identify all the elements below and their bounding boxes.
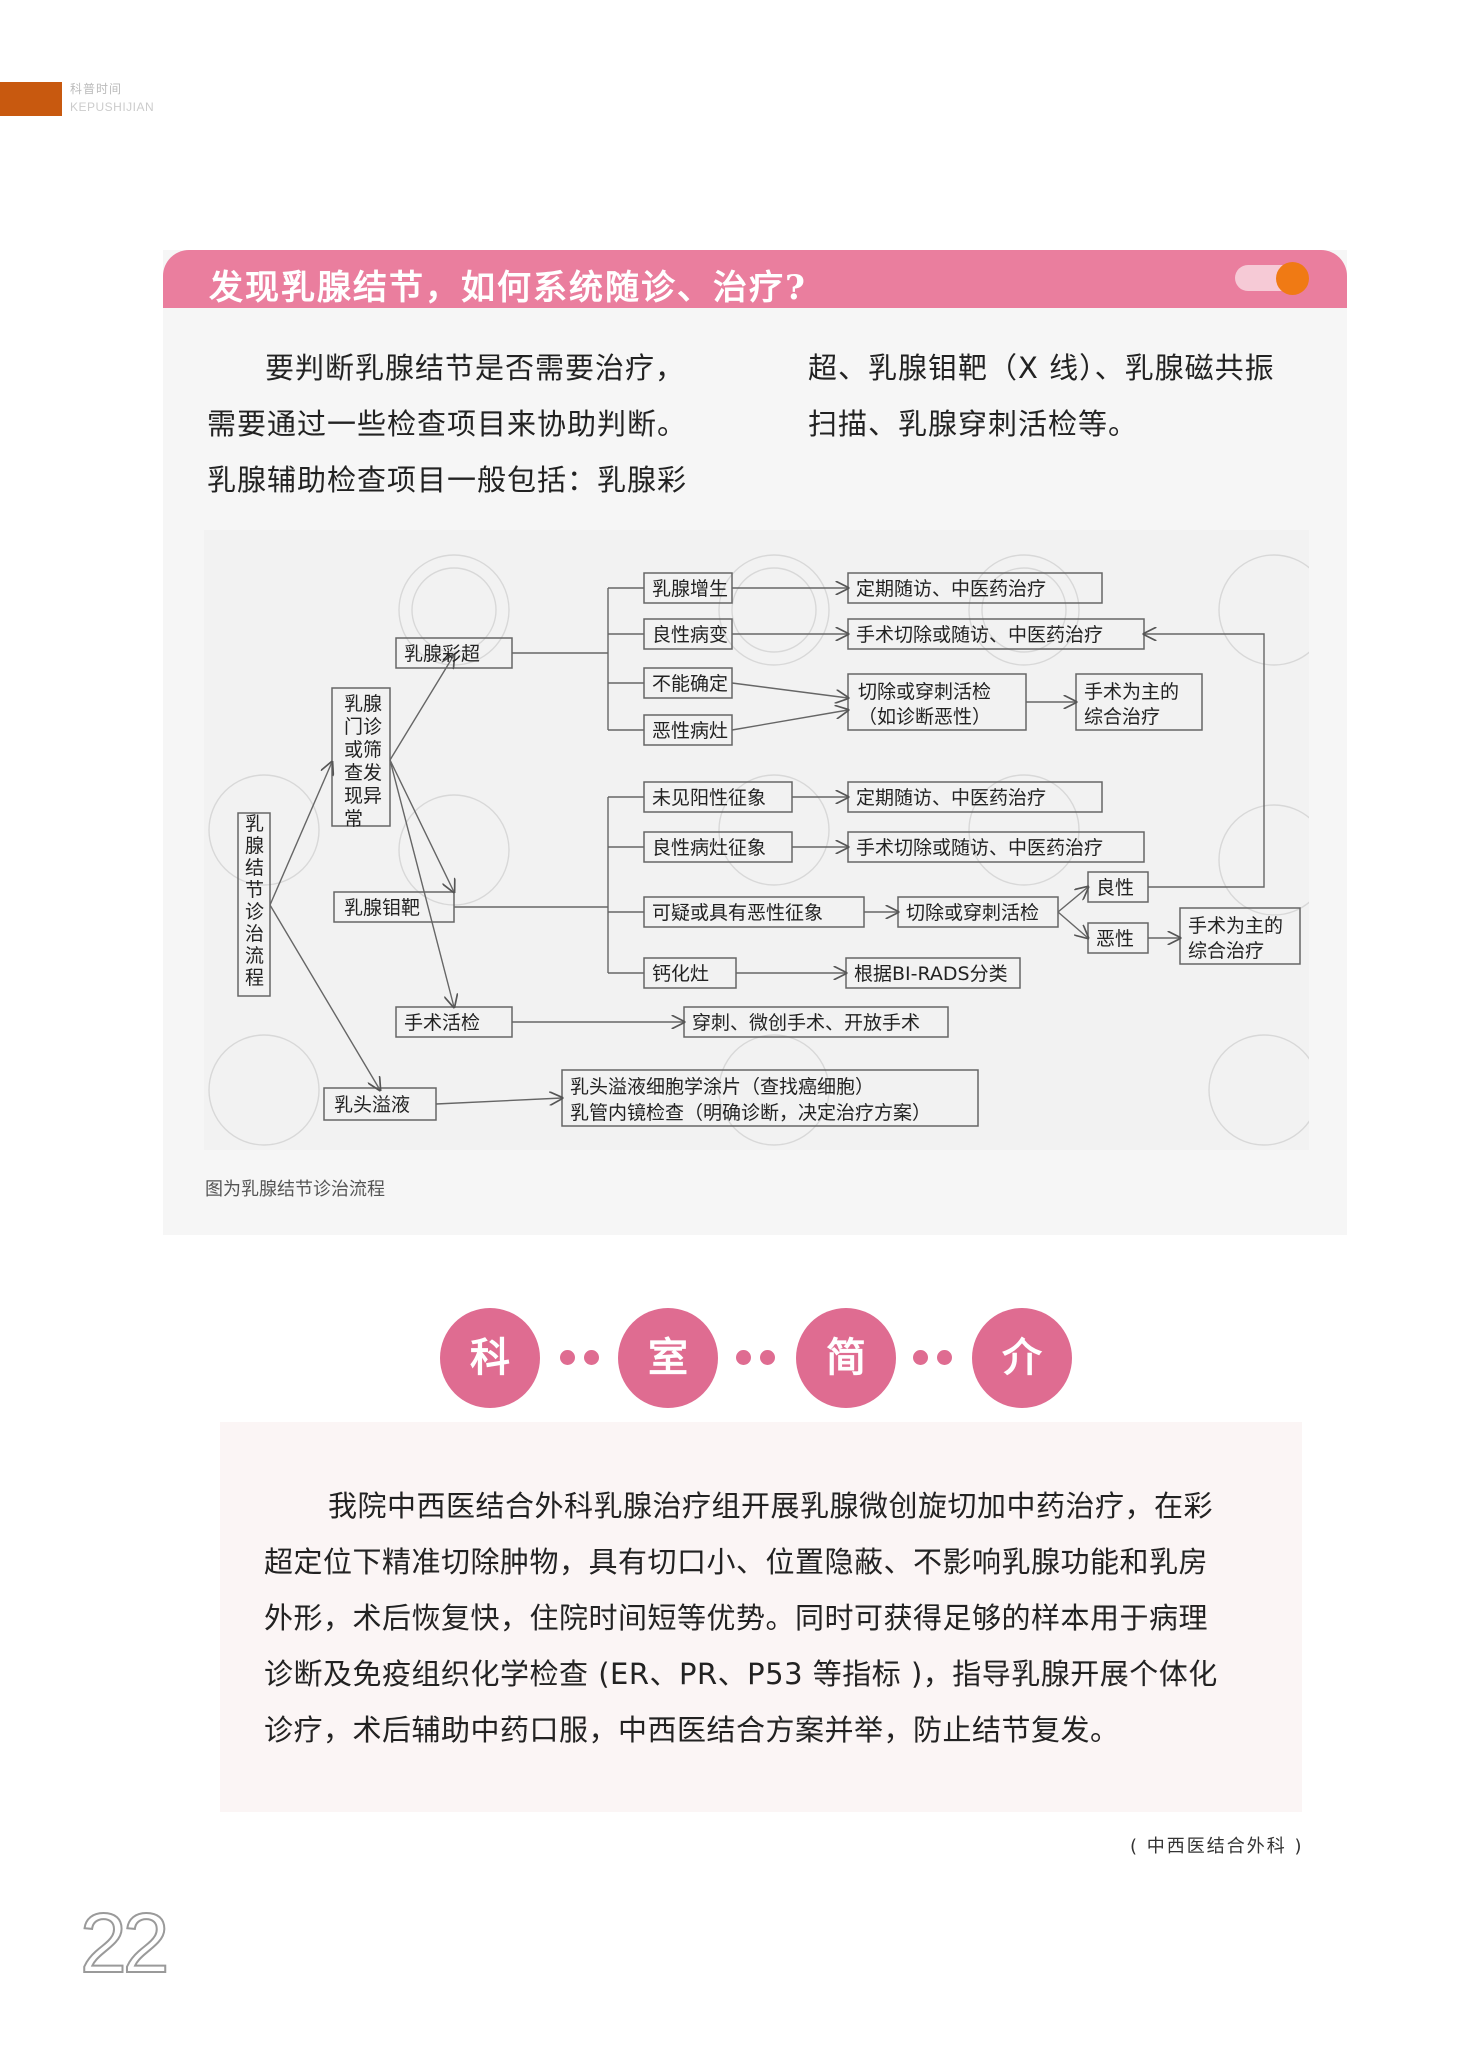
root-label: 乳腺结 节诊治 流程 — [245, 813, 270, 989]
dept-line: 诊疗，术后辅助中药口服，中西医结合方案并举，防止结节复发。 — [264, 1713, 1120, 1747]
dept-heading-char: 室 — [618, 1308, 718, 1408]
excise-follow-tcm-label: 手术切除或随访、中医药治疗 — [856, 624, 1103, 646]
figure-caption: 图为乳腺结节诊治流程 — [205, 1179, 385, 1200]
dept-heading-char: 简 — [796, 1308, 896, 1408]
dept-intro-panel — [220, 1422, 1302, 1812]
biopsy-label: 手术活检 — [404, 1012, 480, 1034]
nipple-tests-label: 乳管内镜检查（明确诊断，决定治疗方案） — [570, 1102, 931, 1124]
m-excise-follow-tcm-label: 手术切除或随访、中医药治疗 — [856, 837, 1103, 859]
dept-heading-char: 科 — [440, 1308, 540, 1408]
us-malignant-label: 恶性病灶 — [652, 720, 728, 742]
m-no-positive-label: 未见阳性征象 — [652, 787, 766, 809]
m-benign-sign-label: 良性病灶征象 — [652, 837, 766, 859]
intro-line: 需要通过一些检查项目来协助判断。 — [207, 407, 688, 441]
section-marker — [0, 82, 62, 116]
intro-right-column: 超、乳腺钼靶（X 线）、乳腺磁共振 扫描、乳腺穿刺活检等。 — [808, 340, 1328, 452]
nipple-tests-label: 乳头溢液细胞学涂片（查找癌细胞） — [570, 1076, 874, 1098]
excise-biopsy-diag-label: 切除或穿刺活检 — [858, 681, 991, 703]
ultrasound-label: 乳腺彩超 — [404, 643, 480, 665]
dept-intro-text: 我院中西医结合外科乳腺治疗组开展乳腺微创旋切加中药治疗，在彩 超定位下精准切除肿… — [264, 1478, 1264, 1758]
surgery-types-label: 穿刺、微创手术、开放手术 — [692, 1012, 920, 1034]
intro-line: 超、乳腺钼靶（X 线）、乳腺磁共振 — [808, 351, 1275, 385]
m-excise-biopsy-label: 切除或穿刺活检 — [906, 902, 1039, 924]
dept-signature: ( 中西医结合外科 ) — [1130, 1836, 1304, 1857]
screen-label: 乳腺门诊或筛 查发现异常 — [344, 693, 388, 830]
birads-label: 根据BI-RADS分类 — [854, 963, 1008, 985]
page-number: 22 — [79, 1895, 170, 1991]
flowchart-figure: 乳腺结 节诊治 流程 乳腺门诊或筛 查发现异常 乳腺彩超 乳腺钼靶 手术活检 乳… — [204, 530, 1309, 1150]
us-benign-label: 良性病变 — [652, 624, 728, 646]
m-follow-tcm-label: 定期随访、中医药治疗 — [856, 787, 1046, 809]
dept-line: 我院中西医结合外科乳腺治疗组开展乳腺微创旋切加中药治疗，在彩 — [328, 1489, 1214, 1523]
dept-line: 外形，术后恢复快，住院时间短等优势。同时可获得足够的样本用于病理 — [264, 1601, 1209, 1635]
nipple-label: 乳头溢液 — [334, 1094, 410, 1116]
intro-line: 要判断乳腺结节是否需要治疗， — [265, 351, 686, 385]
intro-left-column: 要判断乳腺结节是否需要治疗， 需要通过一些检查项目来协助判断。 乳腺辅助检查项目… — [207, 340, 727, 508]
dept-line: 超定位下精准切除肿物，具有切口小、位置隐蔽、不影响乳腺功能和乳房 — [264, 1545, 1209, 1579]
surgery-main-label: 手术为主的 — [1084, 681, 1179, 703]
article-title-band: 发现乳腺结节，如何系统随诊、治疗? — [163, 250, 1347, 308]
dots-separator — [736, 1350, 782, 1366]
us-hyperplasia-label: 乳腺增生 — [652, 578, 728, 600]
intro-line: 扫描、乳腺穿刺活检等。 — [808, 407, 1139, 441]
m-malignant-label: 恶性 — [1096, 928, 1134, 950]
mammo-label: 乳腺钼靶 — [344, 897, 420, 919]
article-title: 发现乳腺结节，如何系统随诊、治疗? — [209, 268, 807, 308]
dept-heading: 科 室 简 介 — [440, 1308, 1080, 1408]
excise-biopsy-diag-label: （如诊断恶性） — [858, 706, 991, 728]
flowchart-diagram: 乳腺结 节诊治 流程 乳腺门诊或筛 查发现异常 乳腺彩超 乳腺钼靶 手术活检 乳… — [208, 554, 1309, 1146]
m-benign-label: 良性 — [1096, 877, 1134, 899]
section-label-cn: 科普时间 — [70, 82, 123, 96]
screen-node — [331, 687, 391, 827]
m-suspicious-label: 可疑或具有恶性征象 — [652, 902, 823, 924]
surgery-main-label: 综合治疗 — [1084, 706, 1160, 728]
title-decoration-dot — [1276, 262, 1309, 295]
section-label-en: KEPUSHIJIAN — [70, 100, 155, 114]
dept-heading-char: 介 — [972, 1308, 1072, 1408]
m-surgery-main-label: 手术为主的 — [1188, 915, 1283, 937]
dept-line: 诊断及免疫组织化学检查 (ER、PR、P53 等指标 )，指导乳腺开展个体化 — [264, 1657, 1218, 1691]
us-uncertain-label: 不能确定 — [652, 673, 728, 695]
m-surgery-main-label: 综合治疗 — [1188, 940, 1264, 962]
dots-separator — [560, 1350, 606, 1366]
follow-tcm-label: 定期随访、中医药治疗 — [856, 578, 1046, 600]
dots-separator — [913, 1350, 959, 1366]
intro-line: 乳腺辅助检查项目一般包括：乳腺彩 — [207, 463, 688, 497]
m-calc-label: 钙化灶 — [652, 963, 709, 985]
